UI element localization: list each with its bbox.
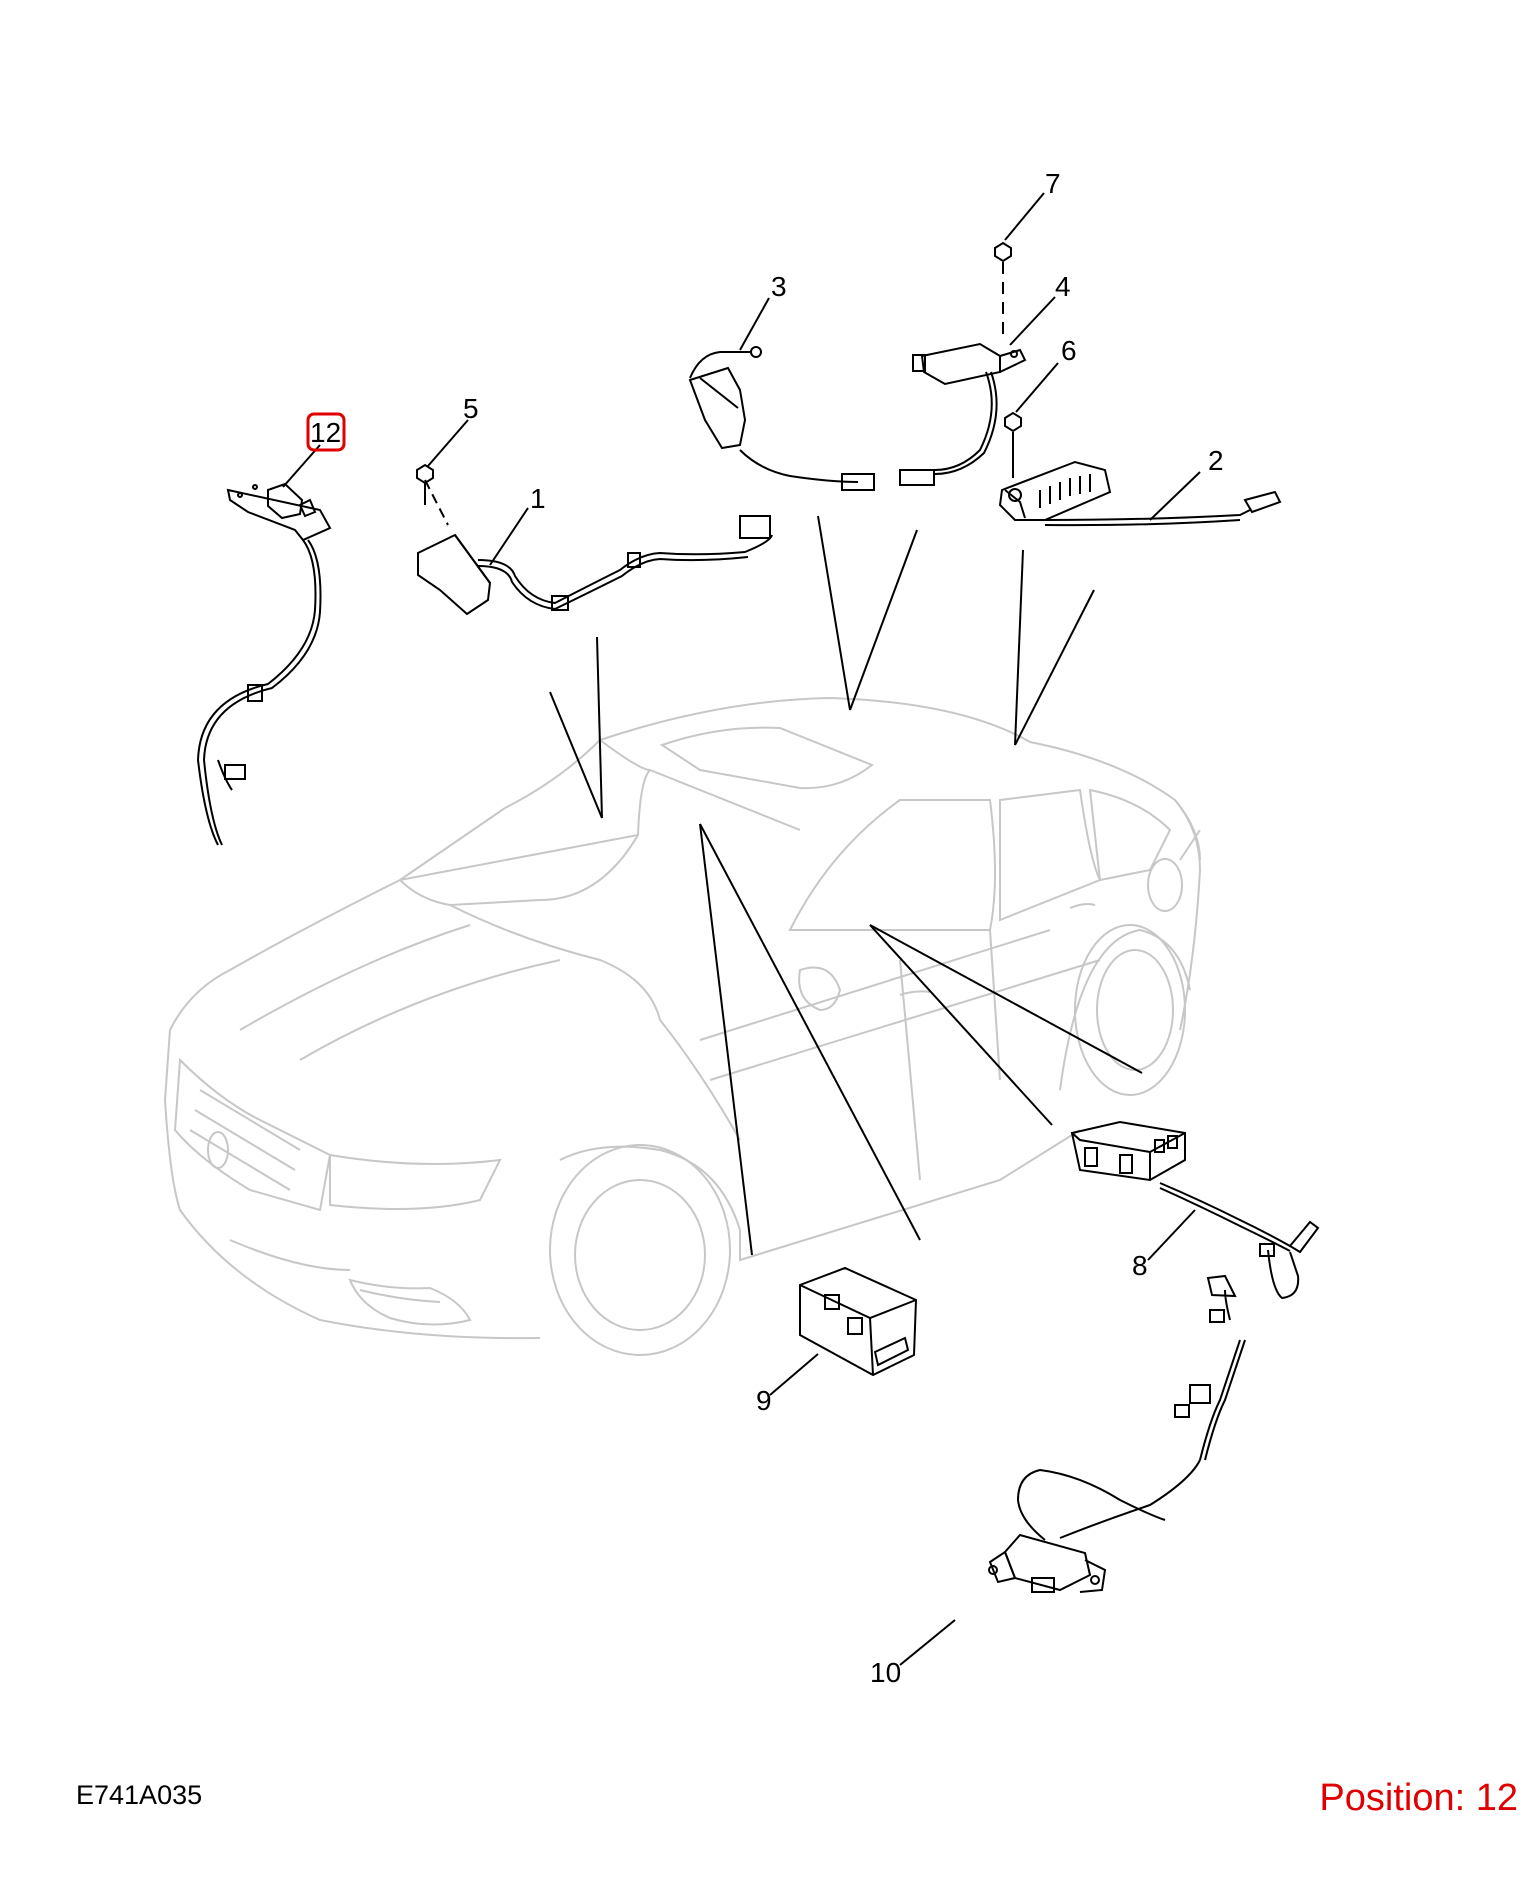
callout-leaders xyxy=(282,192,1201,1666)
callout-1[interactable]: 1 xyxy=(530,483,546,514)
vehicle-outline xyxy=(164,696,1202,1356)
callout-4[interactable]: 4 xyxy=(1055,271,1071,302)
position-label: Position: 12 xyxy=(1319,1777,1518,1819)
part-8-usb-socket[interactable] xyxy=(1070,1120,1320,1300)
callout-10[interactable]: 10 xyxy=(870,1657,901,1688)
part-6-screw[interactable] xyxy=(1004,411,1022,478)
callout-6[interactable]: 6 xyxy=(1061,335,1077,366)
part-1-module[interactable] xyxy=(417,479,773,616)
callout-8[interactable]: 8 xyxy=(1132,1250,1148,1281)
callout-5[interactable]: 5 xyxy=(463,393,479,424)
callout-12-highlight xyxy=(306,412,346,452)
part-4-module[interactable] xyxy=(912,342,1027,475)
callout-2[interactable]: 2 xyxy=(1208,445,1224,476)
part-5-screw[interactable] xyxy=(416,463,434,505)
callout-3[interactable]: 3 xyxy=(771,271,787,302)
part-12-module[interactable] xyxy=(196,482,332,846)
callout-labels: 1 2 3 4 5 6 7 8 9 10 12 xyxy=(306,168,1224,1688)
part-3-cable[interactable] xyxy=(688,346,935,491)
drawing-code: E741A035 xyxy=(76,1780,203,1810)
part-9-usb-socket[interactable] xyxy=(799,1266,918,1377)
part-7-screw[interactable] xyxy=(994,241,1012,340)
callout-9[interactable]: 9 xyxy=(756,1385,772,1416)
leader-lines xyxy=(549,515,1143,1256)
callout-7[interactable]: 7 xyxy=(1045,168,1061,199)
callout-12[interactable]: 12 xyxy=(310,417,341,448)
part-10-usb-socket[interactable] xyxy=(988,1274,1246,1593)
part-2-module[interactable] xyxy=(998,460,1282,527)
